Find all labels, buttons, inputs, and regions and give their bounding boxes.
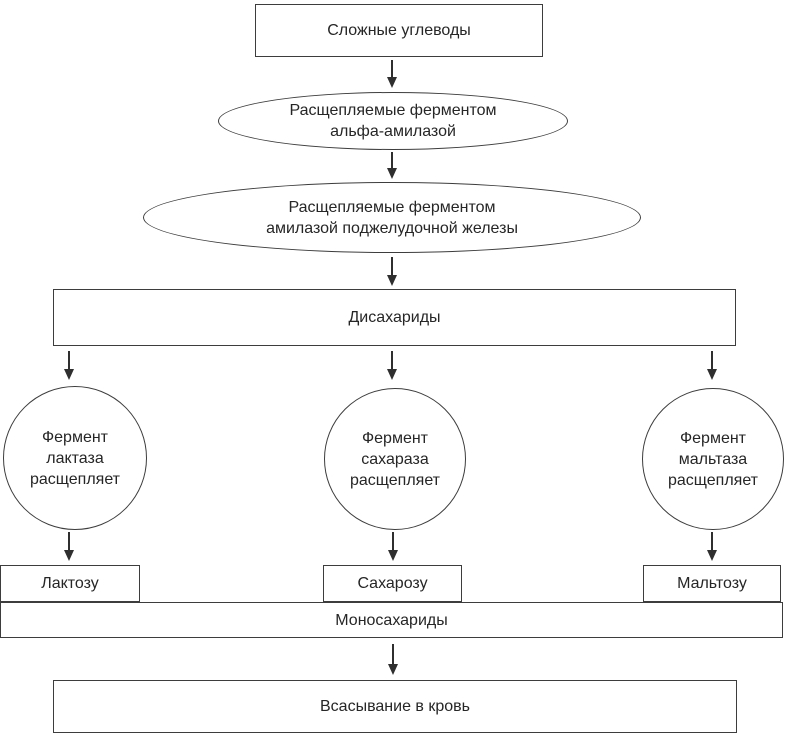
arrow-shaft (711, 351, 713, 369)
arrow-disaccharides-to-maltase (706, 351, 718, 380)
arrow-head-icon (387, 168, 397, 179)
arrow-head-icon (64, 369, 74, 380)
node-enzyme-sucrase-line2: сахараза (361, 450, 429, 468)
node-maltose: Мальтозу (643, 565, 781, 602)
node-enzyme-maltase-line3: расщепляет (667, 471, 759, 489)
node-complex-carbohydrates-label: Сложные углеводы (327, 22, 471, 39)
node-disaccharides-label: Дисахариды (348, 309, 441, 326)
arrow-shaft (391, 257, 393, 275)
arrow-pancreatic-to-disaccharides (386, 257, 398, 286)
node-enzyme-lactase-line3: расщепляет (29, 470, 121, 488)
arrow-alpha-to-pancreatic (386, 152, 398, 179)
arrow-monosaccharides-to-absorption (387, 644, 399, 675)
arrow-shaft (68, 351, 70, 369)
arrow-head-icon (387, 369, 397, 380)
arrow-lactase-to-lactose (63, 532, 75, 561)
node-enzyme-lactase: Фермент лактаза расщепляет (3, 386, 147, 530)
node-lactose: Лактозу (0, 565, 140, 602)
arrow-shaft (68, 532, 70, 550)
node-alpha-amylase: Расщепляемые ферментом альфа-амилазой (218, 92, 568, 150)
node-enzyme-maltase-line1: Фермент (679, 429, 747, 447)
arrow-head-icon (707, 369, 717, 380)
node-absorption: Всасывание в кровь (53, 680, 737, 733)
node-enzyme-lactase-line2: лактаза (46, 449, 104, 467)
arrow-head-icon (64, 550, 74, 561)
arrow-shaft (392, 644, 394, 664)
node-absorption-label: Всасывание в кровь (320, 698, 470, 715)
node-complex-carbohydrates: Сложные углеводы (255, 4, 543, 57)
arrow-shaft (711, 532, 713, 550)
node-sucrose-label: Сахарозу (357, 575, 428, 592)
node-pancreatic-amylase: Расщепляемые ферментом амилазой поджелуд… (143, 182, 641, 253)
arrow-shaft (392, 532, 394, 550)
node-enzyme-maltase-line2: мальтаза (678, 450, 748, 468)
node-pancreatic-amylase-line1: Расщепляемые ферментом (288, 198, 496, 216)
arrow-maltase-to-maltose (706, 532, 718, 561)
arrow-shaft (391, 152, 393, 168)
node-alpha-amylase-line2: альфа-амилазой (330, 123, 456, 140)
node-maltose-label: Мальтозу (677, 575, 747, 592)
arrow-head-icon (387, 77, 397, 88)
node-enzyme-sucrase-line3: расщепляет (349, 471, 441, 489)
arrow-head-icon (388, 664, 398, 675)
arrow-shaft (391, 60, 393, 77)
node-pancreatic-amylase-line2: амилазой поджелудочной железы (266, 219, 518, 237)
arrow-disaccharides-to-lactase (63, 351, 75, 380)
node-enzyme-maltase: Фермент мальтаза расщепляет (642, 388, 784, 530)
arrow-head-icon (707, 550, 717, 561)
arrow-head-icon (387, 275, 397, 286)
arrow-disaccharides-to-sucrase (386, 351, 398, 380)
node-lactose-label: Лактозу (41, 575, 99, 592)
arrow-shaft (391, 351, 393, 369)
node-monosaccharides-label: Моносахариды (335, 611, 448, 629)
node-sucrose: Сахарозу (323, 565, 462, 602)
node-enzyme-lactase-line1: Фермент (41, 428, 109, 446)
node-enzyme-sucrase: Фермент сахараза расщепляет (324, 388, 466, 530)
node-alpha-amylase-line1: Расщепляемые ферментом (289, 102, 497, 119)
node-monosaccharides: Моносахариды (0, 602, 783, 638)
arrow-head-icon (388, 550, 398, 561)
node-enzyme-sucrase-line1: Фермент (361, 429, 429, 447)
node-disaccharides: Дисахариды (53, 289, 736, 346)
arrow-sucrase-to-sucrose (387, 532, 399, 561)
arrow-complex-to-alpha-amylase (386, 60, 398, 88)
